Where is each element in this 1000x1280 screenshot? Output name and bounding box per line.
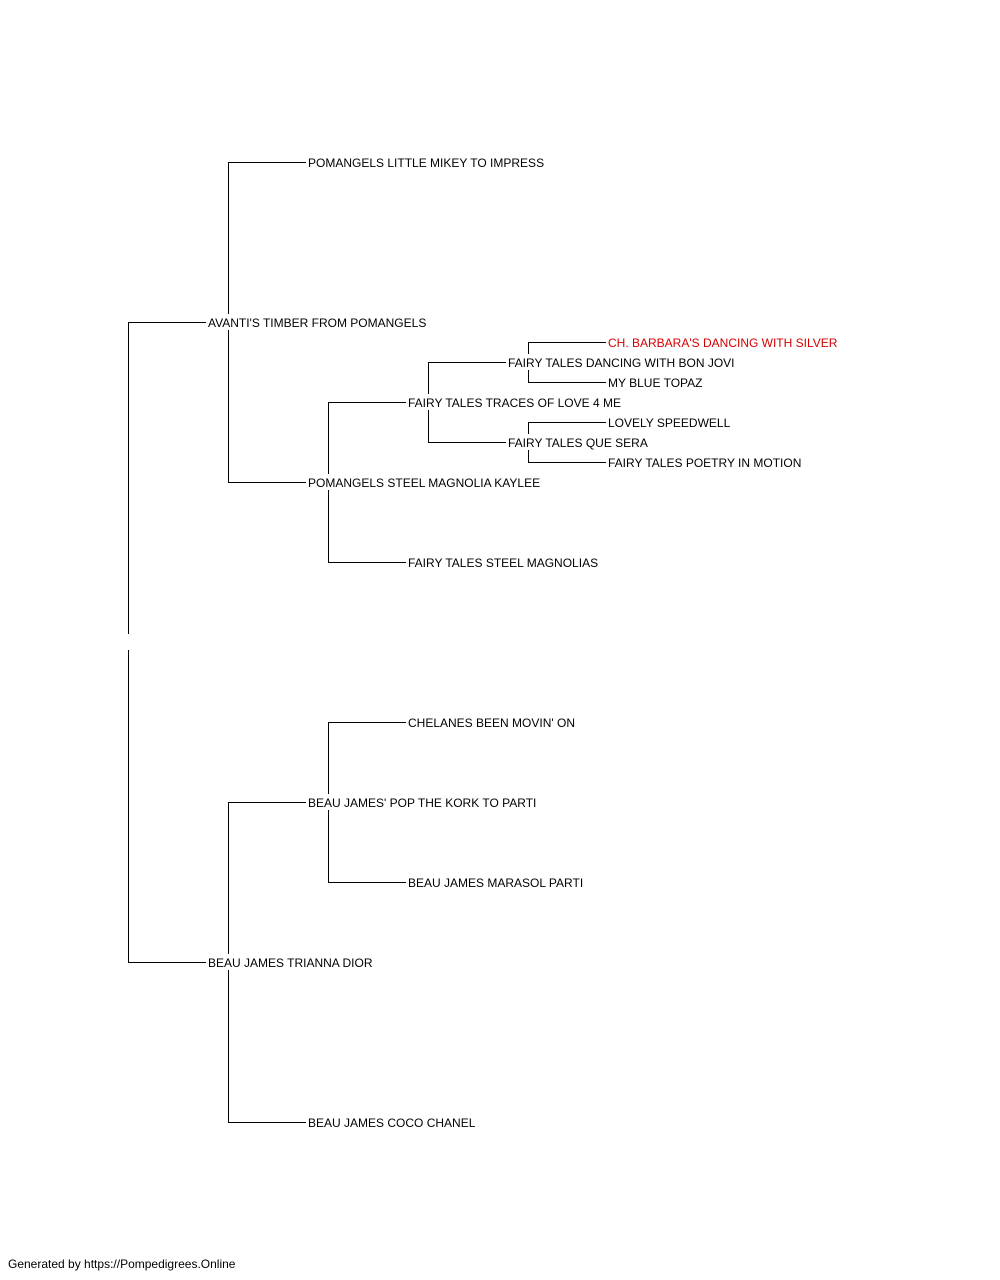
ancestor-name: CHELANES BEEN MOVIN' ON bbox=[408, 716, 575, 730]
ancestor-name: POMANGELS STEEL MAGNOLIA KAYLEE bbox=[308, 476, 541, 490]
ancestor-name: CH. BARBARA'S DANCING WITH SILVER bbox=[608, 336, 838, 350]
ancestor-name: BEAU JAMES MARASOL PARTI bbox=[408, 876, 584, 890]
ancestor-name: BEAU JAMES TRIANNA DIOR bbox=[208, 956, 373, 970]
sire-connector-line bbox=[328, 722, 406, 794]
sire-connector-line bbox=[228, 162, 306, 314]
dam-connector-line bbox=[428, 410, 506, 443]
ancestor-name: LOVELY SPEEDWELL bbox=[608, 416, 731, 430]
sire-connector-line bbox=[328, 402, 406, 474]
dam-connector-line bbox=[128, 650, 206, 963]
dam-connector-line bbox=[528, 370, 606, 383]
ancestor-name: BEAU JAMES' POP THE KORK TO PARTI bbox=[308, 796, 537, 810]
sire-connector-line bbox=[428, 362, 506, 394]
ancestor-name: BEAU JAMES COCO CHANEL bbox=[308, 1116, 476, 1130]
ancestor-name: POMANGELS LITTLE MIKEY TO IMPRESS bbox=[308, 156, 545, 170]
ancestor-name: FAIRY TALES TRACES OF LOVE 4 ME bbox=[408, 396, 621, 410]
dam-connector-line bbox=[228, 970, 306, 1123]
sire-connector-line bbox=[528, 342, 606, 354]
sire-connector-line bbox=[128, 322, 206, 634]
ancestor-name: FAIRY TALES STEEL MAGNOLIAS bbox=[408, 556, 599, 570]
sire-connector-line bbox=[528, 422, 606, 434]
ancestor-name: MY BLUE TOPAZ bbox=[608, 376, 703, 390]
dam-connector-line bbox=[528, 450, 606, 463]
footer-credit: Generated by https://Pompedigrees.Online bbox=[8, 1257, 236, 1271]
ancestor-name: AVANTI'S TIMBER FROM POMANGELS bbox=[208, 316, 427, 330]
dam-connector-line bbox=[228, 330, 306, 483]
dam-connector-line bbox=[328, 490, 406, 563]
ancestor-name: FAIRY TALES DANCING WITH BON JOVI bbox=[508, 356, 735, 370]
ancestor-name: FAIRY TALES QUE SERA bbox=[508, 436, 648, 450]
sire-connector-line bbox=[228, 802, 306, 954]
ancestor-name: FAIRY TALES POETRY IN MOTION bbox=[608, 456, 802, 470]
dam-connector-line bbox=[328, 810, 406, 883]
